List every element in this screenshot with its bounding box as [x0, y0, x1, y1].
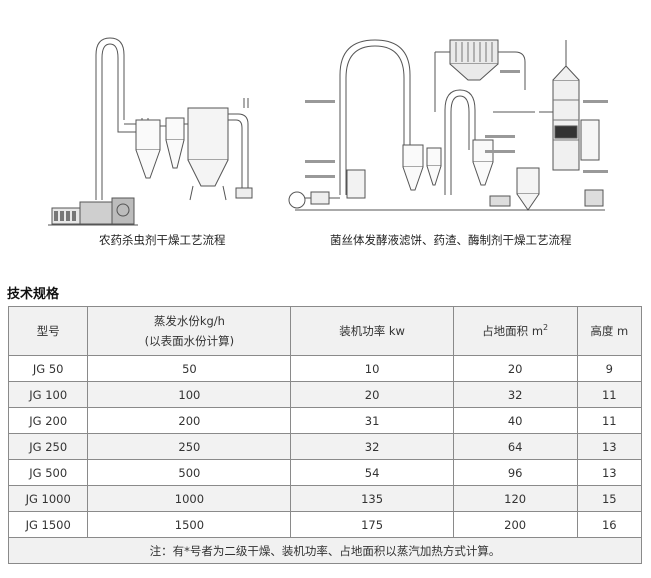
table-note: 注：有*号者为二级干燥、装机功率、占地面积以蒸汽加热方式计算。	[8, 537, 642, 564]
cell-area: 120	[452, 485, 578, 512]
cell-power: 32	[290, 433, 454, 460]
cell-evaporation: 1500	[87, 511, 292, 538]
cell-area: 64	[452, 433, 578, 460]
cell-area: 40	[452, 407, 578, 434]
header-area: 占地面积 m2	[452, 306, 578, 356]
specifications-table: 型号 蒸发水份kg/h (以表面水份计算) 装机功率 kw 占地面积 m2 高度…	[7, 306, 643, 564]
section-title: 技术规格	[7, 287, 60, 302]
cell-height: 9	[576, 355, 643, 382]
header-evaporation-line1: 蒸发水份kg/h	[153, 314, 225, 328]
cell-power: 10	[290, 355, 454, 382]
cell-power: 54	[290, 459, 454, 486]
cell-model: JG 1500	[7, 511, 89, 538]
cell-model: JG 500	[7, 459, 89, 486]
cell-model: JG 200	[7, 407, 89, 434]
cell-evaporation: 200	[87, 407, 292, 434]
cell-model: JG 50	[7, 355, 89, 382]
cell-power: 31	[290, 407, 454, 434]
header-evaporation-line2: (以表面水份计算)	[144, 334, 235, 348]
cell-evaporation: 250	[87, 433, 292, 460]
pesticide-drying-process-diagram	[48, 37, 253, 226]
cell-height: 16	[576, 511, 643, 538]
table-note-row: 注：有*号者为二级干燥、装机功率、占地面积以蒸汽加热方式计算。	[8, 537, 642, 564]
cell-height: 11	[576, 381, 643, 408]
header-height: 高度 m	[576, 306, 643, 356]
cell-area: 96	[452, 459, 578, 486]
cell-area: 200	[452, 511, 578, 538]
header-power: 装机功率 kw	[290, 306, 454, 356]
cell-model: JG 250	[7, 433, 89, 460]
cell-model: JG 1000	[7, 485, 89, 512]
cell-evaporation: 100	[87, 381, 292, 408]
table-header-row: 型号 蒸发水份kg/h (以表面水份计算) 装机功率 kw 占地面积 m2 高度…	[7, 306, 643, 356]
header-area-superscript: 2	[543, 323, 549, 333]
cell-power: 135	[290, 485, 454, 512]
header-area-label: 占地面积 m	[482, 324, 544, 338]
cell-power: 175	[290, 511, 454, 538]
header-evaporation: 蒸发水份kg/h (以表面水份计算)	[87, 306, 292, 356]
cell-evaporation: 1000	[87, 485, 292, 512]
cell-power: 20	[290, 381, 454, 408]
cell-area: 32	[452, 381, 578, 408]
cell-height: 13	[576, 433, 643, 460]
mycelium-enzyme-drying-process-diagram	[288, 39, 608, 211]
header-model: 型号	[7, 306, 89, 356]
cell-height: 11	[576, 407, 643, 434]
cell-evaporation: 50	[87, 355, 292, 382]
cell-evaporation: 500	[87, 459, 292, 486]
cell-height: 13	[576, 459, 643, 486]
cell-model: JG 100	[7, 381, 89, 408]
cell-height: 15	[576, 485, 643, 512]
right-diagram-caption: 菌丝体发酵液滤饼、药渣、酶制剂干燥工艺流程	[330, 233, 572, 247]
cell-area: 20	[452, 355, 578, 382]
left-diagram-caption: 农药杀虫剂干燥工艺流程	[99, 233, 226, 247]
